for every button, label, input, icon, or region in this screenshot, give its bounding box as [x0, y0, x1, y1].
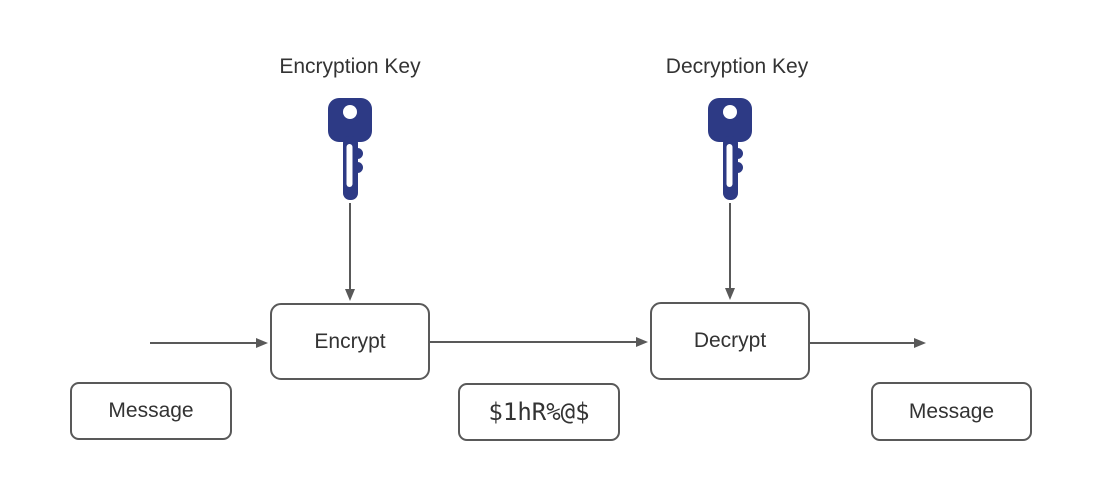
decrypt-node-label: Decrypt	[693, 329, 767, 352]
encryption-key-label: Encryption Key	[279, 55, 421, 78]
message-input-node: Message	[70, 382, 232, 440]
ciphertext-node: $1hR%@$	[458, 383, 620, 441]
decrypt-node: Decrypt	[650, 302, 810, 380]
decryption-key-icon	[708, 98, 752, 200]
message-output-node: Message	[871, 382, 1032, 441]
encryption-key-icon	[328, 98, 372, 200]
decryption-key-label: Decryption Key	[665, 55, 809, 78]
encrypt-node: Encrypt	[270, 303, 430, 380]
message-input-label: Message	[108, 399, 194, 422]
message-output-label: Message	[908, 399, 995, 423]
encrypt-node-label: Encrypt	[314, 329, 386, 353]
ciphertext-label: $1hR%@$	[488, 398, 590, 426]
